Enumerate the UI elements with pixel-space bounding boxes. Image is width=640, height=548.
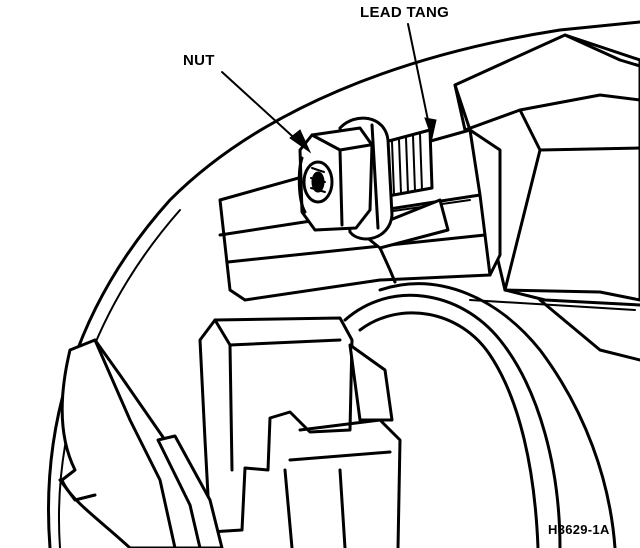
lead-tang-leader [407,23,437,140]
lower-shoe-block [198,316,402,548]
lead-tang-label: LEAD TANG [360,4,450,21]
figure-code-label: H3629-1A [548,522,610,537]
nut-label: NUT [183,52,215,69]
lead-tang-plate [358,198,450,284]
spring-clip-bracket [58,338,224,548]
hex-nut [297,126,374,232]
brake-shoe-lining [343,282,640,548]
threaded-stud [383,128,434,198]
nut-leader [221,71,312,154]
